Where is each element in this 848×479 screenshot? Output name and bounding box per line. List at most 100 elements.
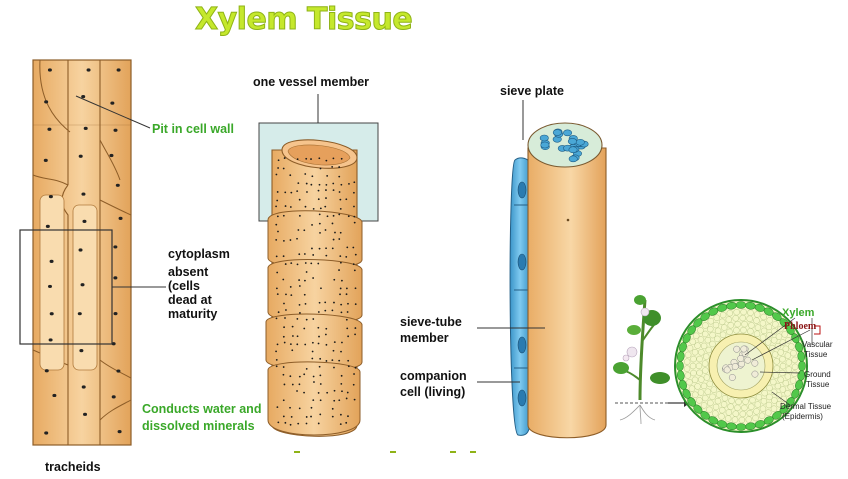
vessel-pit [338,175,341,178]
vessel-pit [333,366,335,369]
vessel-pit [312,318,315,320]
vessel-pit [298,198,301,201]
vessel-pit [325,343,328,346]
vessel-pit [297,422,300,425]
vascular-cell [731,363,739,371]
vessel-pit [276,343,279,346]
ground-cell [701,360,709,367]
vessel-pit [311,350,314,353]
vessel-pit [353,205,355,208]
vessel-pit [282,214,285,217]
pit-mark [115,183,120,187]
ground-cell [734,320,741,328]
ground-cell [709,340,716,348]
vessel-pit [305,182,308,185]
ground-cell [734,404,741,412]
vessel-pit [340,303,343,306]
vessel-pit [339,198,342,201]
vessel-pit [298,303,301,306]
vessel-pit [291,325,294,328]
vessel-pit [353,215,356,218]
vessel-pit [303,253,306,255]
ground-cell [791,363,799,371]
ground-cell [700,382,708,390]
vessel-pit [325,159,328,162]
ground-cell [784,389,791,397]
vessel-pit [277,167,279,169]
vessel-pit [319,399,322,402]
vessel-pit [354,287,357,290]
vessel-pit [325,327,328,330]
vessel-pit [306,191,308,193]
vessel-pit [275,173,278,176]
pit-mark [52,393,57,398]
pit-mark [116,68,121,72]
vessel-pit [333,389,336,392]
vessel-pit [297,182,300,185]
vessel-pit [283,326,285,329]
plant-illustration [613,295,700,425]
ground-cell [740,308,747,316]
vessel-pit [332,157,335,160]
sieve-pore [563,129,573,137]
pit-mark [81,95,86,99]
conducts-line-2: dissolved minerals [142,419,255,433]
ground-cell [759,320,767,327]
ground-cell [709,331,716,339]
vessel-pit [333,341,336,344]
vessel-pit [347,335,350,338]
vessel-pit [338,238,341,240]
vessel-pit [353,398,356,401]
vessel-pit [276,271,279,274]
ground-cell [732,315,739,322]
vessel-pit [331,359,334,362]
vessel-pit [339,255,342,258]
stem-cross-section [674,299,821,433]
vessel-pit [338,359,341,362]
vessel-pit [339,287,342,290]
vessel-pit [297,229,300,231]
vessel-pit [345,293,348,296]
pit-mark [113,311,118,316]
vessel-pit [354,327,357,329]
ground-cell [712,410,719,417]
vessel-pit [348,183,350,185]
vessel-pit [319,357,322,360]
vessel-pit [338,269,340,271]
vessel-pit [303,229,306,232]
vessel-pit [352,246,355,249]
vessel-pit [318,247,321,250]
ground-cell [779,369,786,377]
vessel-pit [346,246,349,249]
ground-cell [782,345,790,353]
vessel-pit [312,207,315,210]
vessel-pit [339,231,342,234]
vessel-pit [318,183,321,186]
page-title: Xylem Tissue [194,2,413,38]
vessel-pit [305,422,308,425]
pit-mark [44,369,49,373]
vessel-pit [282,255,285,258]
vessel-pit [318,301,321,304]
vessel-pit [331,222,334,225]
vessel-member-label: one vessel member [253,75,370,89]
vessel-pit [332,182,335,185]
ground-cell [697,389,705,396]
ground-cell [707,325,714,333]
ground-cell [766,384,773,392]
vessel-pit [277,311,280,314]
vessel-pit [324,205,327,208]
ground-cell [733,308,740,316]
vessel-pit [331,247,334,250]
vessel-pit [304,205,307,208]
vessel-pit [333,301,335,304]
vessel-pit [313,381,315,383]
tracheids-illustration [32,59,132,446]
vessel-pit [317,326,320,329]
ground-cell [749,396,756,404]
vessel-pit [275,350,277,353]
ground-cell [689,362,697,370]
ground-cell [774,342,782,350]
vessel-pit [324,301,327,304]
vessel-pit [312,375,315,378]
